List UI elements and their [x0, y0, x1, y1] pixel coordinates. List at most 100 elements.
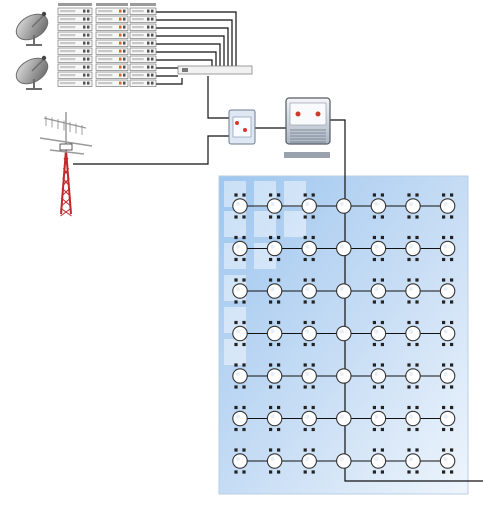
panel-highlight: [284, 181, 306, 207]
tv-outlet-icon: [405, 320, 421, 347]
receiver-unit: [57, 63, 93, 71]
receiver-unit: [129, 31, 157, 39]
tv-outlet-icon: [370, 363, 387, 389]
tv-outlet-icon: [301, 320, 317, 347]
receiver-unit: [129, 23, 157, 31]
headend-devices: [228, 97, 331, 158]
tv-outlet-icon: [405, 278, 421, 304]
tv-outlet-icon: [336, 368, 352, 384]
receiver-unit: [95, 7, 129, 15]
receiver-unit: [57, 47, 93, 55]
receiver-unit: [57, 31, 93, 39]
tv-outlet-icon: [266, 193, 283, 219]
tv-outlet-icon: [301, 235, 317, 262]
panel-highlight: [224, 211, 246, 237]
receiver-unit: [95, 55, 129, 63]
tv-outlet-icon: [370, 278, 387, 304]
tv-outlet-icon: [266, 405, 283, 432]
tv-outlet-icon: [266, 448, 283, 474]
receiver-unit: [129, 39, 157, 47]
panel-highlight: [284, 211, 306, 237]
receiver-unit: [129, 55, 157, 63]
tv-outlet-icon: [232, 405, 248, 432]
cable: [207, 76, 229, 119]
receiver-unit: [129, 15, 157, 23]
receiver-unit: [57, 23, 93, 31]
receiver-unit: [57, 15, 93, 23]
tv-outlet-icon: [232, 278, 248, 304]
tv-outlet-icon: [336, 198, 352, 214]
tv-outlet-icon: [439, 363, 456, 389]
receiver-unit: [129, 7, 157, 15]
cable: [153, 27, 229, 70]
tv-outlet-icon: [232, 448, 248, 474]
tv-outlet-icon: [336, 453, 352, 469]
modulator-strip: [177, 65, 253, 75]
cable: [153, 19, 233, 70]
tv-outlet-icon: [370, 193, 387, 219]
tv-outlet-icon: [266, 278, 283, 304]
tv-outlet-icon: [370, 448, 387, 474]
tv-outlet-icon: [405, 405, 421, 432]
tv-outlet-icon: [439, 235, 456, 262]
cable: [73, 135, 229, 165]
receiver-unit: [129, 79, 157, 87]
receiver-unit: [57, 71, 93, 79]
amplifier-icon: [284, 97, 331, 158]
receiver-unit: [95, 47, 129, 55]
tv-outlet-icon: [301, 278, 317, 304]
outlet-grid: [232, 193, 456, 474]
tv-outlet-icon: [232, 363, 248, 389]
tv-outlet-icon: [336, 283, 352, 299]
tv-outlet-icon: [405, 448, 421, 474]
combiner-icon: [228, 109, 256, 145]
rack-header: [130, 3, 156, 6]
tv-outlet-icon: [301, 448, 317, 474]
tv-outlet-icon: [301, 405, 317, 432]
rack-header: [58, 3, 92, 6]
tv-outlet-icon: [336, 410, 352, 427]
tv-outlet-icon: [336, 240, 352, 257]
tv-outlet-icon: [439, 278, 456, 304]
tv-outlet-icon: [266, 363, 283, 389]
tv-outlet-icon: [232, 193, 248, 219]
cable: [153, 51, 217, 70]
cable: [153, 35, 225, 70]
panel-highlight: [254, 211, 276, 237]
receiver-unit: [95, 71, 129, 79]
cable: [330, 119, 483, 482]
receiver-unit: [95, 23, 129, 31]
receiver-unit: [57, 55, 93, 63]
tv-outlet-icon: [266, 235, 283, 262]
tv-outlet-icon: [232, 235, 248, 262]
receiver-unit: [129, 47, 157, 55]
receiver-unit: [95, 79, 129, 87]
tv-outlet-icon: [439, 448, 456, 474]
rack-header: [96, 3, 128, 6]
panel-highlight: [224, 339, 246, 365]
distribution-panel: [218, 175, 469, 495]
tv-outlet-icon: [405, 235, 421, 262]
receiver-unit: [95, 15, 129, 23]
tv-outlet-icon: [370, 235, 387, 262]
receiver-unit: [95, 63, 129, 71]
tv-outlet-icon: [370, 405, 387, 432]
cable: [153, 11, 237, 70]
tv-outlet-icon: [301, 193, 317, 219]
tv-outlet-icon: [232, 320, 248, 347]
satellite-dish-icon: [15, 55, 49, 90]
receiver-unit: [57, 39, 93, 47]
tv-outlet-icon: [439, 405, 456, 432]
receiver-rack: [57, 3, 253, 87]
tv-outlet-icon: [370, 320, 387, 347]
cable: [153, 78, 183, 85]
tv-outlet-icon: [439, 320, 456, 347]
cable: [153, 43, 221, 70]
receiver-unit: [95, 39, 129, 47]
amplifier-base: [284, 152, 330, 158]
receiver-unit: [57, 79, 93, 87]
receiver-unit: [57, 7, 93, 15]
signal-sources: [15, 3, 253, 217]
